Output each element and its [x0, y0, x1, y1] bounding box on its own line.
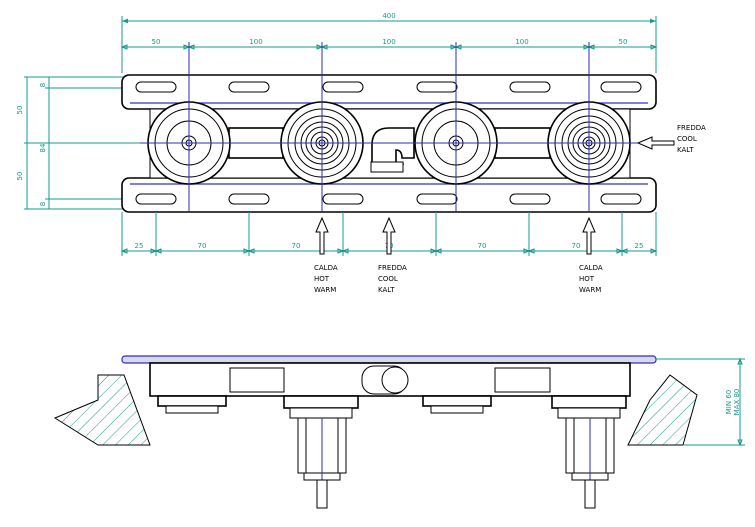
top-span-label: 50 — [619, 38, 628, 46]
mounting-slot — [135, 81, 177, 93]
mounting-slot — [135, 193, 177, 205]
connection-block — [422, 395, 492, 407]
label-line: KALT — [378, 286, 395, 294]
depth-max-label: MAX 80 — [733, 389, 741, 416]
bottom-span-label: 70 — [292, 242, 301, 250]
chain-arrowheads — [120, 44, 658, 50]
bottom-span-label: 70 — [198, 242, 207, 250]
hot-label-left: CALDA HOT WARM — [314, 264, 338, 294]
right-arrow-label: FREDDA COOL KALT — [677, 124, 706, 154]
mounting-slot — [228, 81, 270, 93]
plate-side — [121, 355, 657, 364]
top-span-label: 100 — [515, 38, 528, 46]
bottom-mounting-plate — [121, 177, 657, 213]
depth-dimension: MIN 60 MAX 80 — [656, 357, 745, 447]
cartridge-assembly-left — [283, 395, 359, 509]
mounting-slot — [509, 81, 551, 93]
up-arrow-icon — [582, 216, 596, 255]
label-line: KALT — [677, 146, 694, 154]
side-dimension-label: 50 — [16, 106, 24, 115]
mounting-slot — [600, 81, 642, 93]
side-dimension-label: 50 — [16, 172, 24, 181]
pipe-side — [494, 367, 551, 393]
top-span-label: 100 — [382, 38, 395, 46]
hot-label-right: CALDA HOT WARM — [579, 264, 603, 294]
mounting-slot — [416, 81, 458, 93]
label-line: HOT — [314, 275, 330, 283]
mounting-slot — [509, 193, 551, 205]
side-dimension-label: 8 — [39, 202, 47, 206]
label-line: FREDDA — [378, 264, 407, 272]
overall-dimension-label: 400 — [382, 12, 395, 20]
bottom-plate-slots — [135, 193, 642, 205]
bottom-span-label: 70 — [478, 242, 487, 250]
flow-arrows — [315, 136, 675, 255]
depth-min-label: MIN 60 — [725, 390, 733, 414]
mounting-slot — [228, 193, 270, 205]
label-line: CALDA — [314, 264, 338, 272]
top-dimensions: 400 50 100 100 100 50 — [120, 12, 658, 73]
label-line: COOL — [677, 135, 697, 143]
label-line: WARM — [314, 286, 336, 294]
top-span-label: 50 — [152, 38, 161, 46]
bottom-span-label: 25 — [635, 242, 644, 250]
mounting-slot — [322, 193, 364, 205]
up-arrow-icon — [382, 216, 396, 255]
top-view: 400 50 100 100 100 50 8 50 84 50 — [16, 12, 706, 294]
mounting-slot — [416, 193, 458, 205]
mounting-slot — [322, 81, 364, 93]
elbow-side-circle — [381, 366, 409, 394]
left-wall-section — [53, 374, 151, 446]
pipe-side — [229, 367, 285, 393]
centre-lines — [140, 42, 640, 212]
side-view: MIN 60 MAX 80 — [53, 355, 745, 509]
bottom-span-label: 25 — [135, 242, 144, 250]
label-line: WARM — [579, 286, 601, 294]
elbow-fitting — [370, 127, 415, 173]
right-wall-section — [627, 374, 698, 446]
label-line: HOT — [579, 275, 595, 283]
top-plate-slots — [135, 81, 642, 93]
up-arrow-icon — [315, 216, 329, 255]
connection-block — [430, 405, 484, 414]
mounting-slot — [600, 193, 642, 205]
cold-label-middle: FREDDA COOL KALT — [378, 264, 407, 294]
cartridge-assembly-right — [551, 395, 627, 509]
top-span-label: 100 — [249, 38, 262, 46]
connection-block — [157, 395, 227, 407]
bottom-span-label: 70 — [572, 242, 581, 250]
left-arrow-icon — [636, 136, 675, 150]
side-dimension-label: 8 — [39, 83, 47, 87]
label-line: FREDDA — [677, 124, 706, 132]
connection-block — [165, 405, 219, 414]
label-line: CALDA — [579, 264, 603, 272]
side-dimension-label: 84 — [39, 143, 47, 152]
label-line: COOL — [378, 275, 398, 283]
